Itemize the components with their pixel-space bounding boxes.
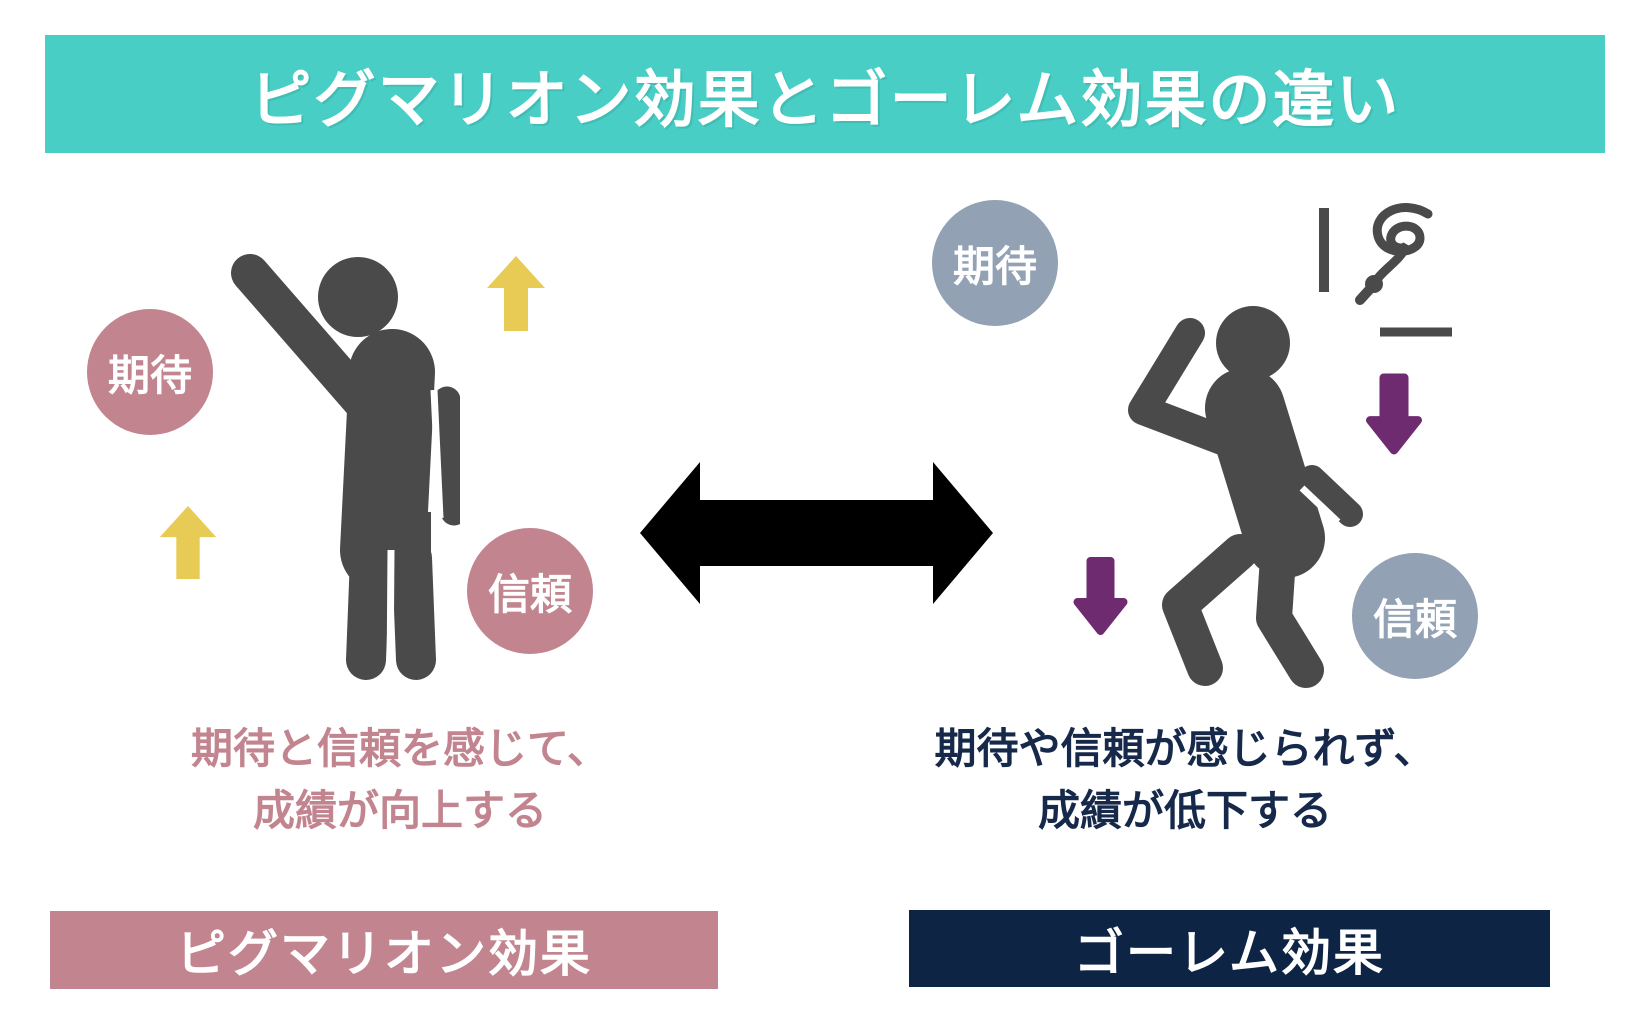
pygmalion-banner: ピグマリオン効果 — [50, 911, 718, 989]
right-caption: 期待や信頼が感じられず、 成績が低下する — [905, 718, 1465, 842]
down-arrow-icon — [1073, 557, 1128, 635]
person-dejected-icon — [1128, 306, 1363, 688]
right-expectation-label: 期待 — [952, 242, 1037, 290]
golem-banner: ゴーレム効果 — [909, 910, 1550, 987]
left-trust-label: 信頼 — [487, 570, 572, 618]
page-title: ピグマリオン効果とゴーレム効果の違い — [249, 66, 1401, 135]
double-arrow-icon — [640, 462, 993, 604]
left-expectation-label: 期待 — [107, 351, 192, 399]
right-trust-label: 信頼 — [1372, 595, 1457, 643]
title-banner: ピグマリオン効果とゴーレム効果の違い — [45, 35, 1605, 153]
person-raising-arm-icon — [231, 254, 460, 683]
left-trust-badge: 信頼 — [467, 528, 593, 654]
up-arrow-icon — [159, 506, 217, 579]
right-caption-line1: 期待や信頼が感じられず、 — [934, 725, 1436, 772]
golem-banner-label: ゴーレム効果 — [1074, 924, 1385, 981]
right-caption-line2: 成績が低下する — [1037, 787, 1332, 834]
right-expectation-badge: 期待 — [932, 200, 1058, 326]
left-caption-line2: 成績が向上する — [252, 787, 547, 834]
up-arrow-icon — [487, 256, 545, 331]
down-arrow-icon — [1366, 373, 1422, 455]
left-caption-line1: 期待と信頼を感じて、 — [191, 725, 609, 772]
pygmalion-banner-label: ピグマリオン効果 — [176, 926, 592, 982]
left-expectation-badge: 期待 — [87, 309, 213, 435]
frustration-scribble-icon — [1319, 203, 1452, 337]
right-trust-badge: 信頼 — [1352, 553, 1478, 679]
left-caption: 期待と信頼を感じて、 成績が向上する — [150, 718, 650, 842]
